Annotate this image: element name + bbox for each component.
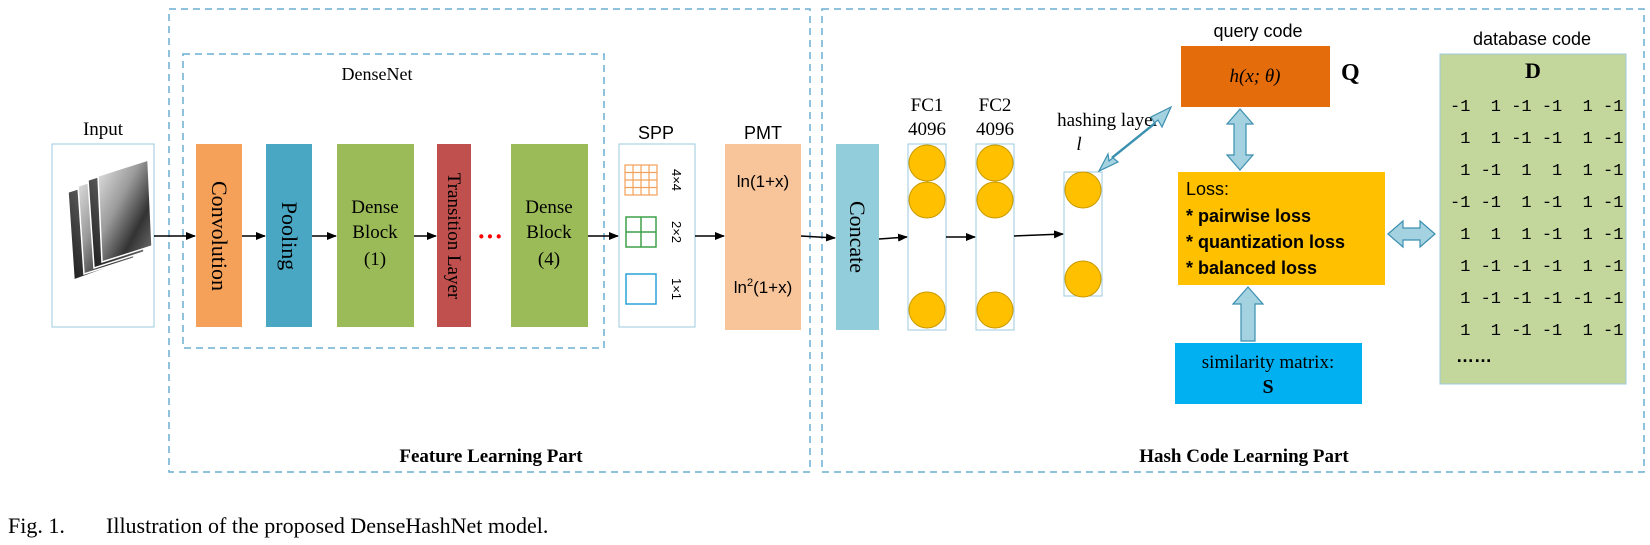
dense-block-4 (511, 144, 588, 327)
hash-code-learning-label: Hash Code Learning Part (1139, 446, 1349, 467)
fc2-neuron (976, 144, 1014, 182)
arrow-hashing-to-query (1097, 105, 1173, 173)
pmt-formula-1: ln(1+x) (737, 172, 789, 191)
fc2-neuron (976, 181, 1014, 219)
pooling-block (266, 144, 312, 327)
database-code-rows: -1 1 -1 -1 1 -1 1 1 -1 -1 1 -1 1 -1 1 1 … (1450, 98, 1623, 366)
densenet-label: DenseNet (342, 64, 413, 84)
database-code-box (1439, 53, 1627, 385)
spp-level-4x4: 4×4 (669, 169, 684, 191)
loss-title: Loss: (1186, 179, 1229, 199)
database-code-title: database code (1473, 29, 1591, 49)
arrow-query-to-loss (1225, 108, 1255, 171)
spp-grid-1x1-icon (625, 273, 657, 305)
dense-block-4-line1: Dense (525, 197, 572, 218)
loss-item-quantization: * quantization loss (1186, 232, 1345, 252)
spp-grid-4x4-icon (624, 164, 658, 196)
query-code-symbol: Q (1341, 60, 1360, 86)
query-code-title: query code (1213, 21, 1302, 41)
arrow-loss-to-database (1387, 219, 1436, 249)
database-row: 1 -1 -1 -1 -1 -1 (1450, 290, 1623, 309)
input-label: Input (83, 119, 124, 140)
spp-level-1x1: 1×1 (669, 278, 684, 300)
arrow-pmt-to-concate (800, 233, 836, 242)
arrow-similarity-to-loss (1231, 286, 1265, 342)
fc2-name: FC2 (979, 95, 1012, 116)
dense-block-1 (337, 144, 414, 327)
query-code-box (1181, 46, 1330, 107)
hashing-neuron (1064, 260, 1102, 298)
dense-block-1-line2: Block (352, 222, 398, 243)
fc1-neuron (908, 181, 946, 219)
arrow-fc2-to-hashing (1013, 230, 1064, 239)
spp-title: SPP (638, 123, 674, 143)
figure-caption-text: Illustration of the proposed DenseHashNe… (106, 513, 548, 538)
feature-learning-label: Feature Learning Part (399, 446, 583, 467)
hashing-layer-name: hashing layer (1057, 110, 1160, 131)
transition-layer-block (437, 144, 471, 327)
database-ellipsis: …… (1456, 346, 1492, 366)
dense-block-4-line3: (4) (538, 249, 560, 270)
database-row: 1 1 -1 -1 1 -1 (1450, 130, 1623, 149)
hash-code-learning-frame (821, 8, 1645, 473)
pmt-box (725, 144, 801, 330)
pooling-label: Pooling (277, 202, 302, 270)
dense-block-1-line1: Dense (351, 197, 398, 218)
database-row: 1 -1 -1 -1 1 -1 (1450, 258, 1623, 277)
spp-grid-2x2-icon (625, 216, 657, 248)
query-code-formula: h(x; θ) (1230, 66, 1281, 87)
database-row: 1 -1 1 1 1 -1 (1450, 162, 1623, 181)
similarity-matrix-box (1175, 343, 1362, 404)
pmt-formula-2: ln2(1+x) (734, 277, 793, 297)
database-row: 1 1 1 -1 1 -1 (1450, 226, 1623, 245)
concate-block (836, 144, 879, 330)
figure-caption: Fig. 1. Illustration of the proposed Dens… (8, 513, 548, 538)
loss-box (1178, 172, 1385, 285)
similarity-matrix-symbol: S (1262, 376, 1273, 398)
input-image-stack (51, 143, 155, 328)
database-row: 1 1 -1 -1 1 -1 (1450, 322, 1623, 341)
loss-item-pairwise: * pairwise loss (1186, 206, 1311, 226)
hashing-neuron (1064, 171, 1102, 209)
fc1-neuron (908, 291, 946, 329)
densenet-frame (182, 53, 605, 349)
database-code-symbol: D (1525, 58, 1541, 83)
fc2-size: 4096 (976, 119, 1014, 140)
fc1-size: 4096 (908, 119, 946, 140)
red-ellipsis: ··· (477, 222, 503, 251)
arrow-concate-to-fc1 (878, 233, 908, 242)
fc1-neuron (908, 144, 946, 182)
convolution-label: Convolution (207, 181, 232, 291)
concate-label: Concate (845, 201, 870, 273)
dense-block-4-line2: Block (526, 222, 572, 243)
hashing-layer-size: l (1076, 134, 1081, 155)
fc1-name: FC1 (911, 95, 944, 116)
similarity-matrix-title: similarity matrix: (1202, 352, 1334, 373)
convolution-block (196, 144, 242, 327)
pmt-title: PMT (744, 123, 782, 143)
figure-caption-label: Fig. 1. (8, 513, 65, 538)
spp-level-2x2: 2×2 (669, 221, 684, 243)
fc2-neuron (976, 291, 1014, 329)
database-row: -1 -1 1 -1 1 -1 (1450, 194, 1623, 213)
dense-block-1-line3: (1) (364, 249, 386, 270)
transition-layer-label: Transition Layer (443, 173, 464, 300)
database-row: -1 1 -1 -1 1 -1 (1450, 98, 1623, 117)
loss-item-balanced: * balanced loss (1186, 258, 1317, 278)
